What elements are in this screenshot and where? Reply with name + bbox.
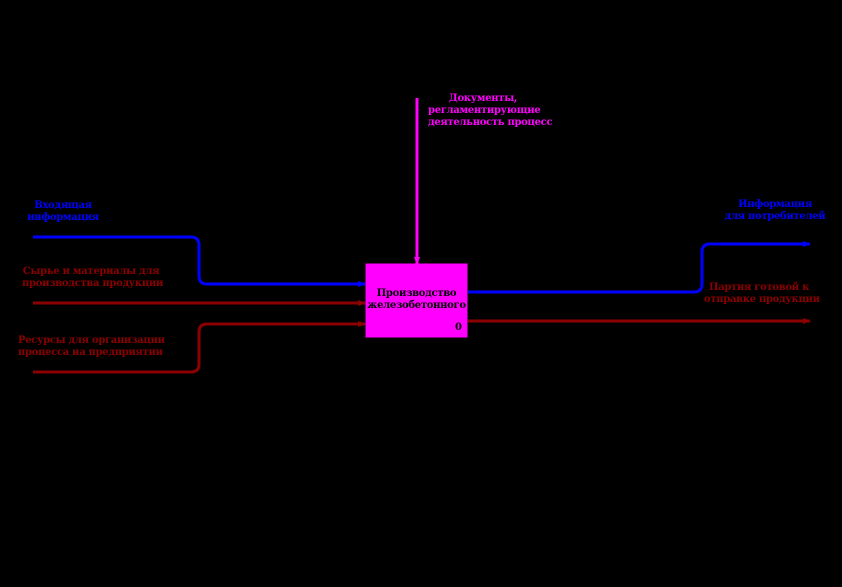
control-label-line1: Документы, <box>448 93 518 104</box>
function-box[interactable] <box>365 263 468 338</box>
output-info-label-line1: Информация <box>738 199 812 210</box>
control-label-line2: регламентирующие <box>428 105 541 116</box>
input-info-label: Входящая информация <box>26 200 100 224</box>
output-product-label: Партия готовой к отправке продукции <box>704 282 820 306</box>
function-box-node-number: 0 <box>455 322 462 333</box>
output-info-arrow <box>468 241 811 294</box>
input-resources-label-line1: Ресурсы для организации <box>18 335 165 346</box>
function-box-title-line2: железобетонного <box>367 300 466 311</box>
input-info-label-line1: Входящая <box>34 200 92 211</box>
input-raw-materials-label-line2: производства продукции <box>22 278 164 289</box>
input-resources-label-line2: процесса на предприятии <box>18 347 163 358</box>
input-raw-materials-label-line1: Сырье и материалы для <box>22 266 160 277</box>
control-label-line3: деятельность процесс <box>428 117 553 128</box>
control-label: Документы, регламентирующие деятельность… <box>428 93 553 129</box>
input-raw-materials-label: Сырье и материалы для производства проду… <box>22 266 164 290</box>
function-box-title-line1: Производство <box>376 288 457 299</box>
output-info-label-line2: для потребителей <box>724 211 826 222</box>
output-product-label-line2: отправке продукции <box>704 294 820 305</box>
input-info-arrow <box>33 235 366 287</box>
input-info-label-line2: информация <box>27 212 99 223</box>
output-product-label-line1: Партия готовой к <box>709 282 809 293</box>
function-box-title: Производство железобетонного <box>367 288 466 312</box>
input-resources-label: Ресурсы для организации процесса на пред… <box>18 335 165 359</box>
output-info-label: Информация для потребителей <box>722 199 828 223</box>
input-resources-arrow <box>33 321 366 374</box>
